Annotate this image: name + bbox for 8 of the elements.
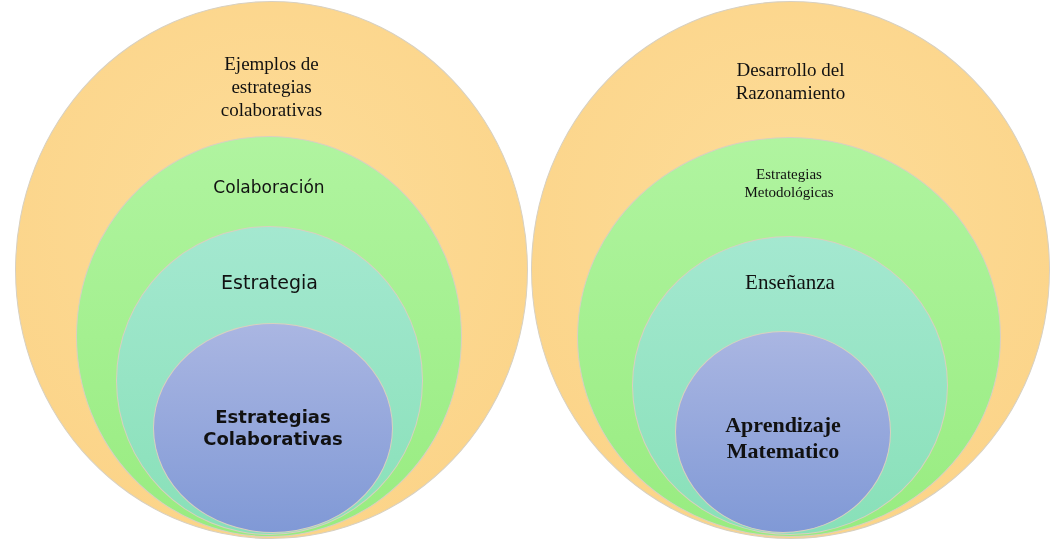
- circle-label: Estrategia: [220, 271, 319, 294]
- circle-label: Desarrollo del Razonamiento: [734, 59, 847, 105]
- circle-label: Estrategias Colaborativas: [202, 406, 344, 450]
- circle-label: Aprendizaje Matematico: [724, 412, 842, 465]
- circle-label: Ejemplos de estrategias colaborativas: [219, 53, 324, 122]
- circle-label: Enseñanza: [744, 270, 836, 296]
- circle-label: Estrategias Metodológicas: [743, 165, 835, 201]
- circle-label: Colaboración: [212, 177, 326, 198]
